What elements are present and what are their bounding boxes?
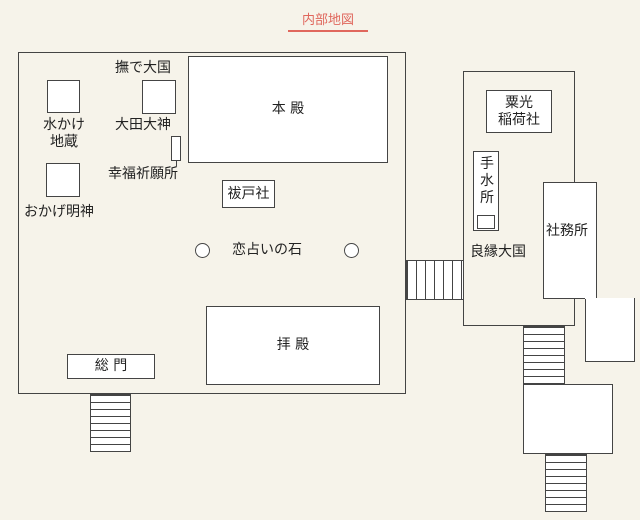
kofuku-pointer: [176, 161, 177, 166]
title-underline: [288, 30, 368, 32]
nade-daikoku-label: 撫で大国: [115, 60, 171, 76]
kofuku-kiganjo-shrine[interactable]: [171, 136, 181, 161]
okage-label: おかげ明神: [24, 204, 94, 220]
temizu-basin: [477, 215, 495, 229]
okage-myojin-shrine[interactable]: [46, 163, 80, 197]
honden-label: 本 殿: [271, 101, 305, 117]
somon-label: 総 門: [94, 358, 128, 374]
shamusho-label: 社務所: [546, 223, 588, 239]
shamusho-building[interactable]: 社務所: [543, 182, 597, 299]
east-platform: [523, 384, 613, 454]
kofuku-label: 幸福祈願所: [108, 166, 178, 182]
haiden-building[interactable]: 拝 殿: [206, 306, 380, 385]
awamitsu-inari-shrine[interactable]: 粟光 稲荷社: [486, 90, 552, 133]
ota-okami-shrine[interactable]: [142, 80, 176, 114]
haiden-label: 拝 殿: [276, 337, 310, 353]
east-steps-lower[interactable]: [545, 454, 587, 512]
connecting-steps[interactable]: [406, 260, 464, 300]
main-precinct: [18, 52, 406, 394]
koiura-stone-left[interactable]: [195, 243, 210, 258]
mizukake-label: 水かけ 地蔵: [43, 117, 85, 150]
haraido-label: 祓戸社: [227, 185, 270, 202]
ryoen-label: 良縁大国: [470, 244, 526, 260]
temizu-label: 手 水 所: [480, 156, 494, 206]
koiura-label: 恋占いの石: [232, 242, 302, 258]
main-steps[interactable]: [90, 394, 131, 452]
mizukake-jizo-shrine[interactable]: [47, 80, 80, 113]
awamitsu-label: 粟光 稲荷社: [498, 94, 540, 128]
koiura-stone-right[interactable]: [344, 243, 359, 258]
haraido-shrine[interactable]: 祓戸社: [222, 180, 275, 208]
east-steps-upper[interactable]: [523, 326, 565, 384]
map-title: 内部地図: [301, 13, 354, 28]
shamusho-annex: [585, 298, 635, 362]
honden-building[interactable]: 本 殿: [188, 56, 388, 163]
ota-label: 大田大神: [115, 117, 171, 133]
somon-gate[interactable]: 総 門: [67, 354, 155, 379]
